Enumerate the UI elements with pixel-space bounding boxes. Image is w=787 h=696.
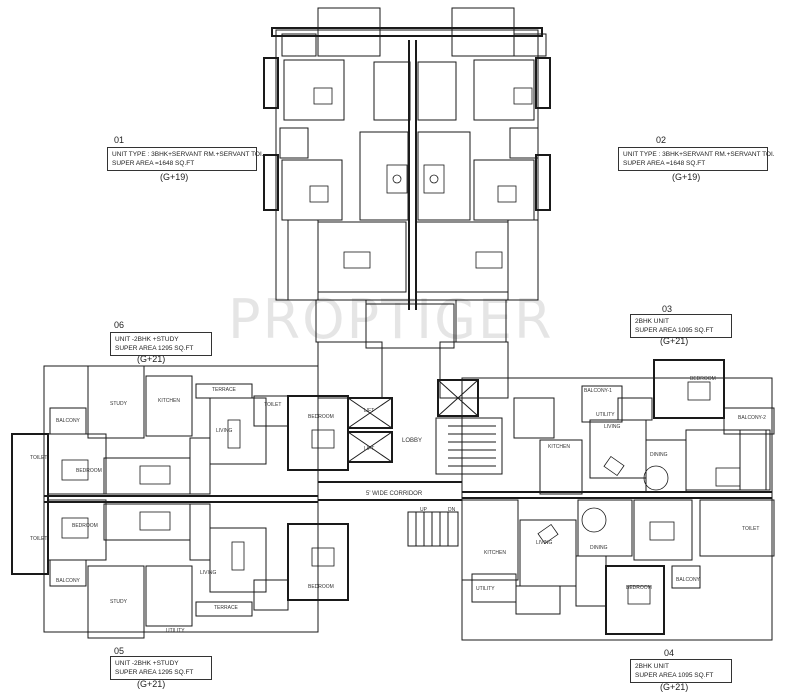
lobby-label: LOBBY xyxy=(402,438,423,444)
balcony-2-label: BALCONY-2 xyxy=(738,415,766,421)
unit-05-area: SUPER AREA 1295 SQ.FT xyxy=(115,669,194,676)
toilet-d-label: TOILET xyxy=(742,526,760,532)
unit-05-number: 05 xyxy=(114,646,125,656)
unit-02-number: 02 xyxy=(656,135,667,145)
unit-04-tower: (G+21) xyxy=(660,682,689,692)
utility-b-label: UTILITY xyxy=(166,628,185,634)
utility-c-label: UTILITY xyxy=(596,412,615,418)
unit-05-type: UNIT -2BHK +STUDY xyxy=(115,660,179,667)
bedroom-a-label: BEDROOM xyxy=(76,468,102,474)
unit-04-type: 2BHK UNIT xyxy=(635,663,669,670)
unit-06-area: SUPER AREA 1295 SQ.FT xyxy=(115,345,194,352)
balcony-1-label: BALCONY-1 xyxy=(584,388,612,394)
unit-01-area: SUPER AREA =1648 SQ.FT xyxy=(112,160,195,167)
kitchen-a-label: KITCHEN xyxy=(158,398,180,404)
left-wing-block xyxy=(11,365,349,639)
corridor-label: 5' WIDE CORRIDOR xyxy=(366,491,423,497)
living-d-label: LIVING xyxy=(536,540,553,546)
unit-01-number: 01 xyxy=(114,135,125,145)
dining-b-label: DINING xyxy=(590,545,608,551)
terrace-b-label: TERRACE xyxy=(214,605,238,611)
unit-01-tower: (G+19) xyxy=(160,172,189,182)
core-block xyxy=(317,341,509,547)
unit-02-type: UNIT TYPE : 3BHK+SERVANT RM.+SERVANT TOI… xyxy=(623,151,775,158)
unit-01-type: UNIT TYPE : 3BHK+SERVANT RM.+SERVANT TOI… xyxy=(112,151,264,158)
kitchen-c-label: KITCHEN xyxy=(548,444,570,450)
unit-06-tower: (G+21) xyxy=(137,354,166,364)
kitchen-b-label: KITCHEN xyxy=(484,550,506,556)
watermark: PROPTIGER xyxy=(228,288,554,351)
unit-06-type: UNIT -2BHK +STUDY xyxy=(115,336,179,343)
unit-04-number: 04 xyxy=(664,648,675,658)
toilet-a-label: TOILET xyxy=(30,455,48,461)
living-a-label: LIVING xyxy=(216,428,233,434)
bedroom-c-label: BEDROOM xyxy=(308,414,334,420)
unit-02-info-box: UNIT TYPE : 3BHK+SERVANT RM.+SERVANT TOI… xyxy=(618,147,775,171)
bedroom-d-label: BEDROOM xyxy=(308,584,334,590)
terrace-a-label: TERRACE xyxy=(212,387,236,393)
study-b-label: STUDY xyxy=(110,599,127,605)
living-c-label: LIVING xyxy=(604,424,621,430)
bedroom-f-label: BEDROOM xyxy=(626,585,652,591)
stair-down-label: DN xyxy=(448,507,456,513)
balcony-a-label: BALCONY xyxy=(56,418,80,424)
unit-03-number: 03 xyxy=(662,304,673,314)
unit-04-info-box: 2BHK UNIT SUPER AREA 1095 SQ.FT xyxy=(630,659,732,683)
toilet-b-label: TOILET xyxy=(30,536,48,542)
top-tower-block xyxy=(263,7,551,349)
dining-a-label: DINING xyxy=(650,452,668,458)
unit-02-area: SUPER AREA =1648 SQ.FT xyxy=(623,160,706,167)
lift-a-label: LIFT xyxy=(364,408,375,414)
utility-a-label: UTILITY xyxy=(476,586,495,592)
unit-05-tower: (G+21) xyxy=(137,679,166,689)
living-b-label: LIVING xyxy=(200,570,217,576)
unit-03-type: 2BHK UNIT xyxy=(635,318,669,325)
lift-b-label: LIFT xyxy=(364,446,375,452)
study-a-label: STUDY xyxy=(110,401,127,407)
unit-03-tower: (G+21) xyxy=(660,336,689,346)
right-wing-block xyxy=(461,359,775,641)
furniture-symbols xyxy=(61,87,741,605)
balcony-c-label: BALCONY xyxy=(676,577,700,583)
unit-03-info-box: 2BHK UNIT SUPER AREA 1095 SQ.FT xyxy=(630,314,732,338)
unit-04-area: SUPER AREA 1095 SQ.FT xyxy=(635,672,714,679)
unit-06-info-box: UNIT -2BHK +STUDY SUPER AREA 1295 SQ.FT xyxy=(110,332,212,356)
unit-03-area: SUPER AREA 1095 SQ.FT xyxy=(635,327,714,334)
bedroom-e-label: BEDROOM xyxy=(690,376,716,382)
unit-06-number: 06 xyxy=(114,320,125,330)
unit-01-info-box: UNIT TYPE : 3BHK+SERVANT RM.+SERVANT TOI… xyxy=(107,147,264,171)
bedroom-b-label: BEDROOM xyxy=(72,523,98,529)
balcony-b-label: BALCONY xyxy=(56,578,80,584)
unit-05-info-box: UNIT -2BHK +STUDY SUPER AREA 1295 SQ.FT xyxy=(110,656,212,680)
toilet-c-label: TOILET xyxy=(264,402,282,408)
unit-02-tower: (G+19) xyxy=(672,172,701,182)
stair-up-label: UP xyxy=(420,507,427,513)
